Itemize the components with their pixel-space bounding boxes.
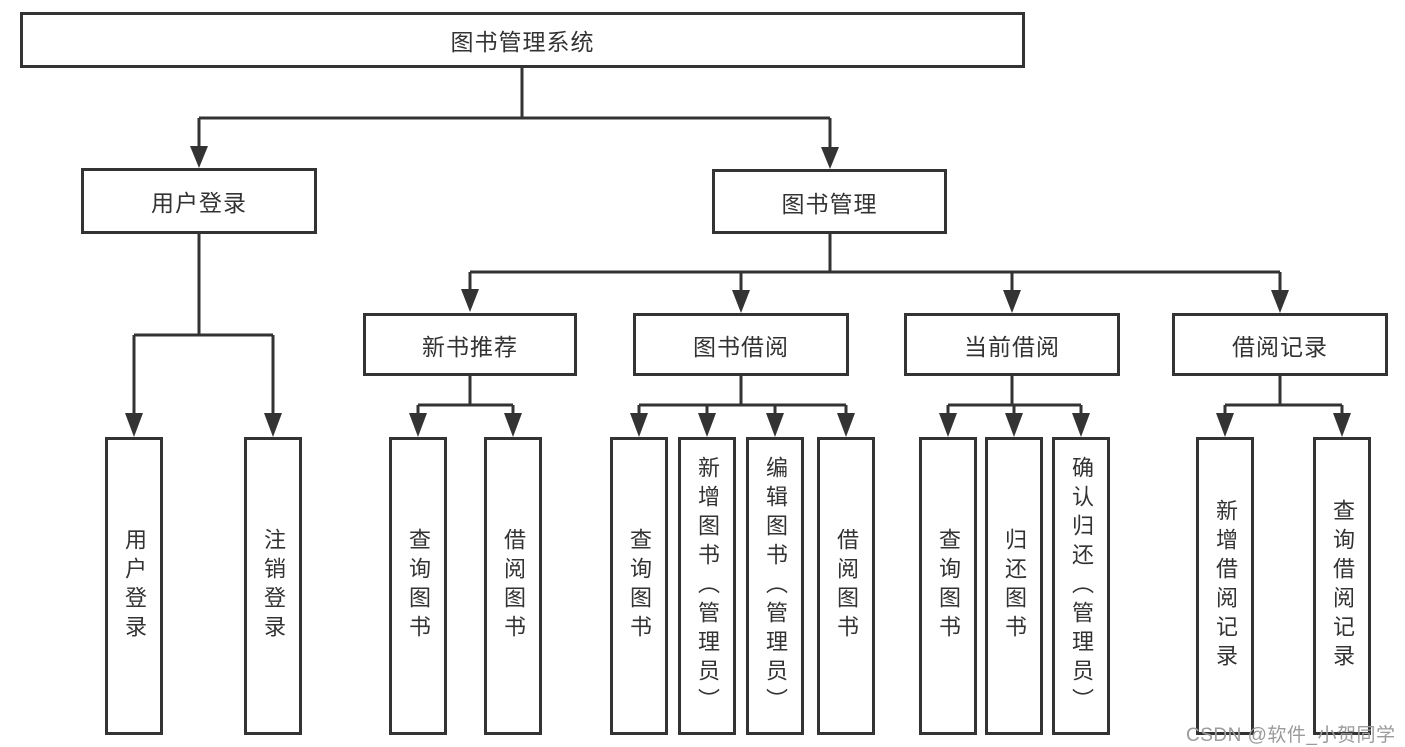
leaf-current-query-books: 查询图书	[919, 437, 977, 735]
leaf-records-query-record: 查询借阅记录	[1313, 437, 1371, 735]
arrowhead-icons	[125, 146, 1351, 437]
leaf-borrowing-borrow-books: 借阅图书	[817, 437, 875, 735]
leaf-current-return-books: 归还图书	[985, 437, 1043, 735]
leaf-logout: 注销登录	[244, 437, 302, 735]
node-root: 图书管理系统	[20, 12, 1025, 68]
leaf-recommend-query-books: 查询图书	[389, 437, 447, 735]
node-book-management: 图书管理	[712, 169, 947, 234]
leaf-borrowing-query-books: 查询图书	[610, 437, 668, 735]
node-user-login: 用户登录	[81, 168, 317, 234]
leaf-user-login: 用户登录	[105, 437, 163, 735]
node-new-book-recommend: 新书推荐	[363, 313, 577, 376]
node-borrowing-records: 借阅记录	[1172, 313, 1388, 376]
leaf-current-confirm-return-admin: 确认归还（管理员）	[1052, 437, 1110, 735]
node-book-borrowing: 图书借阅	[633, 313, 849, 376]
leaf-borrowing-add-books-admin: 新增图书（管理员）	[678, 437, 736, 735]
leaf-borrowing-edit-books-admin: 编辑图书（管理员）	[746, 437, 804, 735]
leaf-records-add-record: 新增借阅记录	[1196, 437, 1254, 735]
node-current-borrowing: 当前借阅	[904, 313, 1120, 376]
leaf-recommend-borrow-books: 借阅图书	[484, 437, 542, 735]
csdn-watermark: CSDN @软件_小贺同学	[1186, 725, 1396, 746]
